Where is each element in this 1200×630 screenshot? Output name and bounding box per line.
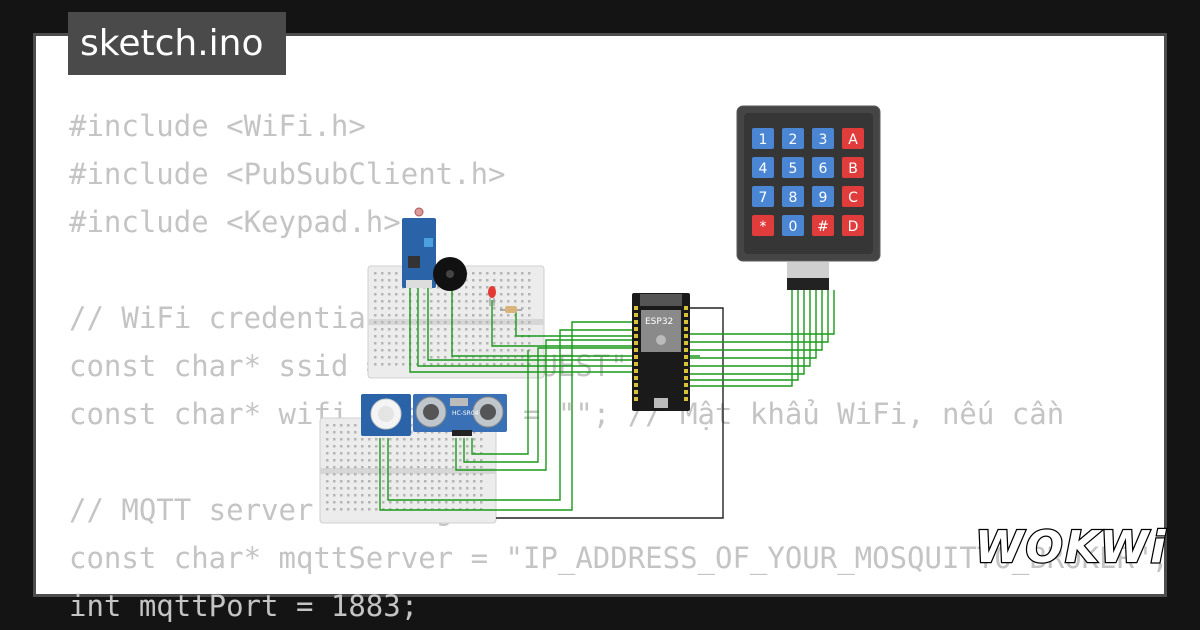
breadboard-top	[367, 265, 545, 379]
keypad-key-label: 5	[789, 161, 798, 177]
keypad-key-label: 8	[789, 190, 798, 206]
keypad-key: 1	[752, 128, 774, 149]
keypad-key: 7	[752, 186, 774, 207]
keypad-key-label: *	[760, 219, 767, 235]
keypad-key: 6	[812, 157, 834, 178]
keypad-key: *	[752, 215, 774, 236]
keypad-key-label: 9	[819, 190, 828, 206]
keypad-key-label: A	[848, 132, 858, 148]
keypad-key-label: #	[817, 219, 829, 235]
keypad-key-label: B	[848, 161, 858, 177]
keypad-key: #	[812, 215, 834, 236]
pir-sensor	[361, 394, 411, 436]
resistor	[500, 306, 522, 313]
keypad-key: 5	[782, 157, 804, 178]
breadboard-bottom	[319, 417, 497, 524]
keypad-key-label: C	[848, 190, 858, 206]
keypad-key: B	[842, 157, 864, 178]
keypad-4x4: 1 2 3 A 4 5 6 B 7 8 9 C * 0 # D	[736, 105, 881, 290]
code-line: const char* mqttServer = "IP_ADDRESS_OF_…	[69, 541, 1169, 575]
keypad-key-label: 0	[789, 219, 798, 235]
wires	[379, 288, 835, 519]
keypad-key-label: 6	[819, 161, 828, 177]
light-sensor-module	[402, 207, 436, 288]
keypad-key: D	[842, 215, 864, 236]
ultrasonic-label: HC-SR04	[452, 410, 479, 417]
keypad-key: 3	[812, 128, 834, 149]
keypad-key-label: 7	[759, 190, 768, 206]
keypad-key-label: 4	[759, 161, 768, 177]
preview-card: #include <WiFi.h> #include <PubSubClient.…	[33, 33, 1169, 623]
ultrasonic-sensor: HC-SR04	[413, 394, 507, 436]
wokwi-logo: WOKWi	[974, 521, 1168, 575]
keypad-key: 9	[812, 186, 834, 207]
code-preview: #include <WiFi.h> #include <PubSubClient.…	[69, 102, 1169, 630]
buzzer	[433, 257, 467, 291]
led	[488, 286, 496, 306]
code-line: #include <Keypad.h>	[69, 205, 401, 239]
code-line: #include <PubSubClient.h>	[69, 157, 506, 191]
keypad-key: 0	[782, 215, 804, 236]
keypad-key-label: 2	[789, 132, 798, 148]
esp32-board: ESP32	[632, 293, 690, 411]
file-name-tab[interactable]: sketch.ino	[68, 12, 286, 75]
code-line: #include <WiFi.h>	[69, 109, 366, 143]
keypad-key-label: 3	[819, 132, 828, 148]
keypad-key-label: D	[848, 219, 859, 235]
keypad-key: C	[842, 186, 864, 207]
code-line: int mqttPort = 1883;	[69, 589, 419, 623]
keypad-key: 2	[782, 128, 804, 149]
keypad-key: 4	[752, 157, 774, 178]
keypad-key: 8	[782, 186, 804, 207]
keypad-key-label: 1	[759, 132, 768, 148]
keypad-key: A	[842, 128, 864, 149]
esp32-label: ESP32	[645, 317, 673, 327]
